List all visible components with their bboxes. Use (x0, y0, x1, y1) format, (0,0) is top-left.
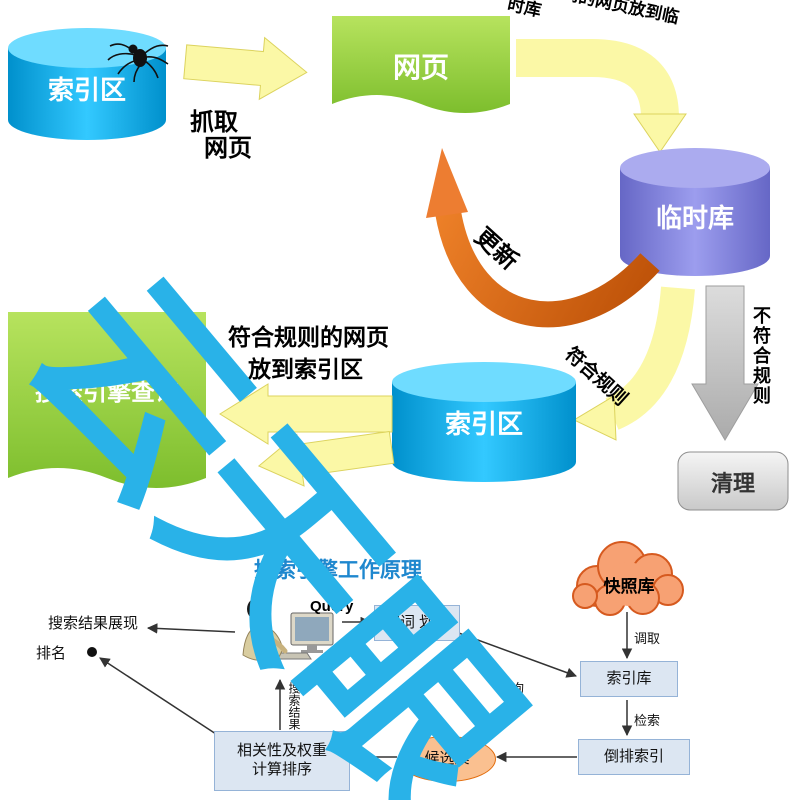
cleanup-box-label: 清理 (710, 471, 755, 496)
ranking-box: 相关性及权重 计算排序 (214, 731, 350, 791)
crawl-arrow (183, 36, 308, 101)
webpage-doc-label: 网页 (392, 52, 449, 83)
cleanup-box-shape (677, 451, 789, 511)
index-db2-cylinder (392, 362, 576, 482)
to-search-arrow-1 (219, 383, 393, 445)
inverted-index-label: 倒排索引 (603, 747, 664, 765)
recrawl-arrow (426, 148, 660, 328)
lookup-note: 查询 (498, 681, 525, 696)
query-label: Query (310, 598, 354, 615)
candidate-set-label: 候选集 (424, 749, 470, 767)
fetch-note: 调取 (634, 631, 661, 646)
index-note-line1: 符合规则的网页 (228, 324, 389, 350)
rank-note: 排名 (36, 645, 67, 662)
user-at-computer-illustration (242, 597, 334, 661)
bottom-title: 搜索引擎工作原理 (254, 559, 422, 582)
result-note: 搜索结果展现 (48, 615, 139, 632)
result-endpoint-dot (87, 647, 97, 657)
snapshot-cloud-label: 快照库 (603, 577, 655, 596)
temp-db-cylinder (620, 148, 770, 276)
crawl-note-line2: 网页 (204, 135, 252, 162)
search-doc-shape (8, 312, 206, 488)
segment-box: 切词 划词 (374, 605, 460, 641)
ranking-box-line2: 计算排序 (251, 761, 312, 778)
bottom-flow-arrows (99, 612, 633, 763)
crawl-note-line1: 抓取 (190, 109, 238, 136)
index-note-line2: 放到索引区 (248, 356, 363, 382)
temp-db-label: 临时库 (655, 203, 734, 233)
snapshot-cloud-shape (572, 541, 684, 616)
spider-icon (107, 43, 169, 83)
retrieve-note: 检索 (634, 713, 661, 728)
segment-box-label: 切词 划词 (384, 613, 450, 631)
index-store-box: 索引库 (580, 661, 678, 697)
index-db1-cylinder (8, 28, 166, 140)
ranking-box-line1: 相关性及权重 (236, 742, 327, 760)
candidate-set-ellipse: 候选集 (398, 736, 496, 782)
to-temp-arrow (516, 39, 687, 153)
inverted-index-box: 倒排索引 (578, 739, 690, 775)
index-db1-label: 索引区 (47, 75, 126, 105)
return-note: 搜索结果 (287, 682, 301, 730)
search-doc-label: 搜索引擎查询 (35, 379, 179, 406)
index-db2-label: 索引区 (444, 409, 523, 439)
webpage-doc-shape (332, 16, 510, 113)
index-store-label: 索引库 (606, 669, 652, 687)
rule-not-match-note: 不符合规则 (751, 306, 771, 406)
cleanup-arrow (691, 285, 759, 441)
to-search-arrow-2 (257, 430, 395, 487)
to-index-arrow (572, 286, 695, 441)
